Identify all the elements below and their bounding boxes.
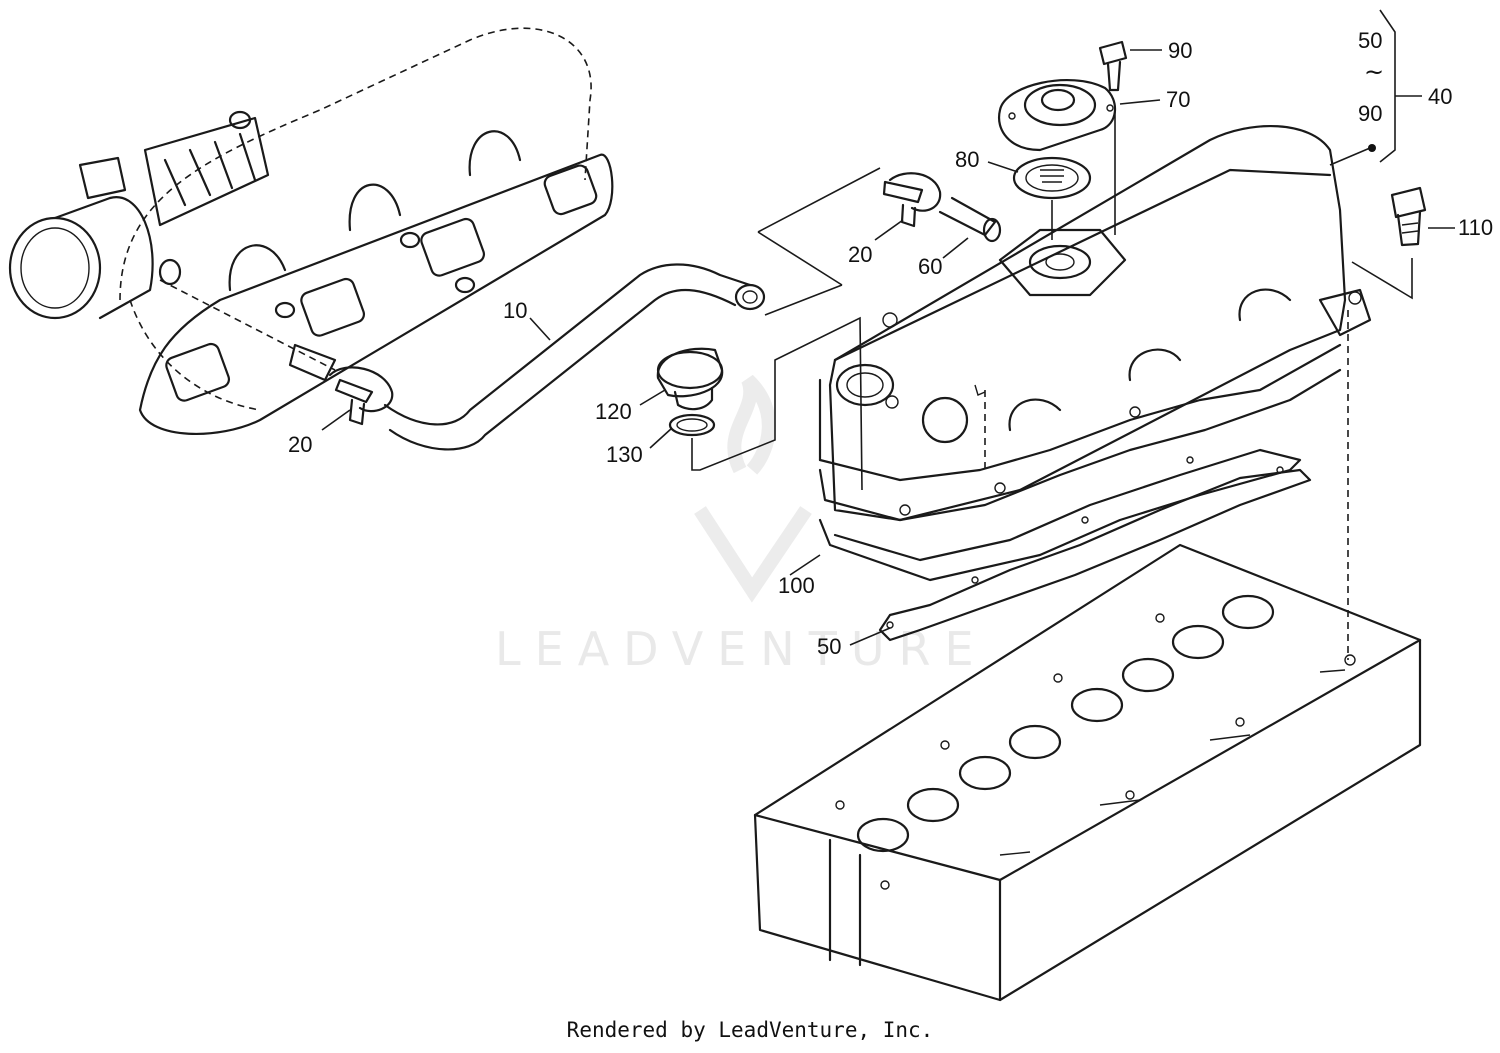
callout-80: 80 [955, 147, 979, 172]
connector-lines-upper [757, 167, 881, 316]
part-130-o-ring [668, 413, 716, 437]
connector-lines-thermostat [1051, 110, 1116, 240]
callout-90: 90 [1168, 38, 1192, 63]
render-credit: Rendered by LeadVenture, Inc. [566, 1018, 934, 1042]
cylinder-head [753, 543, 1422, 1002]
callout-70: 70 [1166, 87, 1190, 112]
part-100-cover-gasket [818, 448, 1302, 582]
leader-lines [321, 9, 1455, 646]
part-90-bolt [1098, 40, 1128, 92]
callout-100: 100 [778, 573, 815, 598]
part-10-hose [383, 263, 766, 451]
rocker-cover [818, 125, 1372, 522]
callout-60: 60 [918, 254, 942, 279]
watermark-text: LEADVENTURE [495, 622, 988, 676]
watermark-logo [694, 374, 812, 603]
callout-20-lower: 20 [288, 432, 312, 457]
callout-50-gasket: 50 [817, 634, 841, 659]
part-20-clamp-lower [328, 366, 394, 426]
part-70-thermostat-cover [997, 79, 1116, 152]
callout-120: 120 [595, 399, 632, 424]
exhaust-manifold [8, 27, 614, 436]
part-80-thermostat-gasket [1012, 156, 1092, 200]
connector-lines-cap [691, 316, 863, 491]
manifold-clamp-axis [159, 279, 336, 371]
part-20-clamp-upper [882, 172, 942, 228]
callout-40: 40 [1428, 84, 1452, 109]
callout-10: 10 [503, 298, 527, 323]
callout-20-upper: 20 [848, 242, 872, 267]
callout-50-range-start: 50 [1358, 28, 1382, 53]
callout-130: 130 [606, 442, 643, 467]
part-120-oil-filler-cap [656, 347, 724, 411]
range-tilde: ~ [1364, 58, 1384, 86]
part-60-hose [938, 196, 1002, 243]
part-50-head-gasket [878, 456, 1312, 642]
connector-lines-bolt [1351, 258, 1413, 300]
callout-90-range-end: 90 [1358, 101, 1382, 126]
part-110-bolt [1390, 186, 1427, 247]
callout-110: 110 [1458, 215, 1493, 240]
thermostat-housing-gasket [998, 228, 1127, 297]
